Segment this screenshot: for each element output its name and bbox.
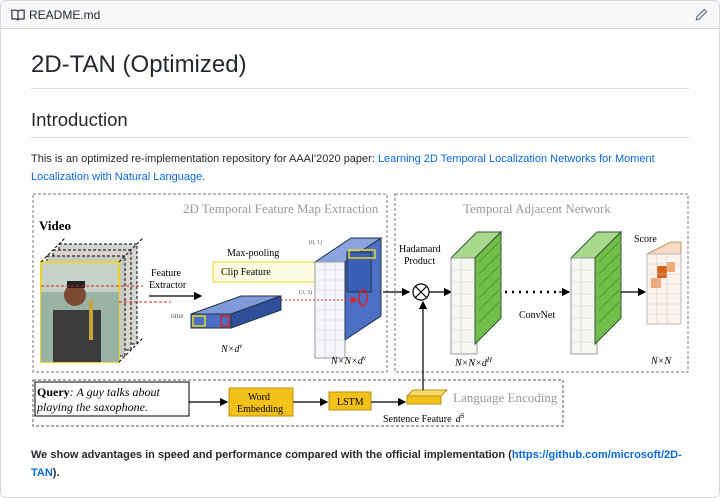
hadamard-label-1: Hadamard <box>399 244 441 255</box>
video-frames <box>40 237 171 363</box>
nxn-label: N×N <box>650 356 672 367</box>
bottom-paragraph: We show advantages in speed and performa… <box>31 446 689 482</box>
pencil-icon[interactable] <box>695 8 709 22</box>
intro-text: This is an optimized re-implementation r… <box>31 152 378 165</box>
map-extraction-title: 2D Temporal Feature Map Extraction <box>183 201 379 216</box>
query-label: Query <box>37 385 70 399</box>
architecture-figure: 2D Temporal Feature Map Extraction Tempo… <box>31 192 691 442</box>
adjacent-network-box <box>394 193 689 373</box>
max-pooling-label: Max-pooling <box>227 248 279 259</box>
feature-extractor-label-2: Extractor <box>149 280 187 291</box>
nxdv-label: N×dv <box>220 342 243 355</box>
introduction-heading: Introduction <box>31 109 689 138</box>
adjacent-network-title: Temporal Adjacent Network <box>463 201 611 216</box>
query-text-line-1: Query: A guy talks about <box>37 385 161 399</box>
coord-33-label: (3, 3) <box>299 289 312 296</box>
nxnxdv-label: N×N×dv <box>330 354 367 367</box>
file-header: README.md <box>1 1 719 29</box>
query-text-line-2: playing the saxophone. <box>36 400 148 414</box>
repo-link[interactable]: https://github.com/microsoft/2D-TAN <box>31 448 682 479</box>
feature-extractor-label-1: Feature <box>151 268 182 279</box>
paper-link[interactable]: Learning 2D Temporal Localization Networ… <box>31 152 655 183</box>
map-extraction-box <box>32 193 388 373</box>
page-title: 2D-TAN (Optimized) <box>31 51 689 89</box>
lstm-label: LSTM <box>337 397 364 408</box>
time-label: time <box>171 312 183 320</box>
book-icon <box>11 8 25 22</box>
intro-paragraph: This is an optimized re-implementation r… <box>31 150 689 186</box>
clip-feature-bar <box>190 295 282 329</box>
lstm-box <box>328 391 372 411</box>
feature-map-cube <box>313 237 383 359</box>
readme-content: 2D-TAN (Optimized) Introduction This is … <box>1 51 719 482</box>
nxnxdh-label: N×N×dH <box>454 356 493 369</box>
language-encoding-title: Language Encoding <box>453 390 558 405</box>
tan-output-cube <box>569 230 623 355</box>
hadamard-operator <box>412 283 430 301</box>
coord-01-label: (0, 1) <box>309 239 322 246</box>
tan-input-cube <box>449 230 503 355</box>
bottom-text-end: ). <box>52 466 60 479</box>
video-label: Video <box>39 218 71 233</box>
sentence-feature-bar <box>405 389 449 397</box>
bottom-text: We show advantages in speed and performa… <box>31 448 512 461</box>
language-encoding-box <box>32 379 564 427</box>
file-name[interactable]: README.md <box>29 7 101 22</box>
word-embedding-box <box>228 387 294 417</box>
score-label: Score <box>634 234 657 245</box>
score-map <box>646 241 682 325</box>
hadamard-label-2: Product <box>404 256 435 267</box>
convnet-label: ConvNet <box>519 310 555 321</box>
clip-feature-label: Clip Feature <box>221 267 271 278</box>
intro-text-end: . <box>202 170 206 183</box>
word-embedding-label-1: Word <box>248 392 270 403</box>
word-embedding-label-2: Embedding <box>237 404 283 415</box>
